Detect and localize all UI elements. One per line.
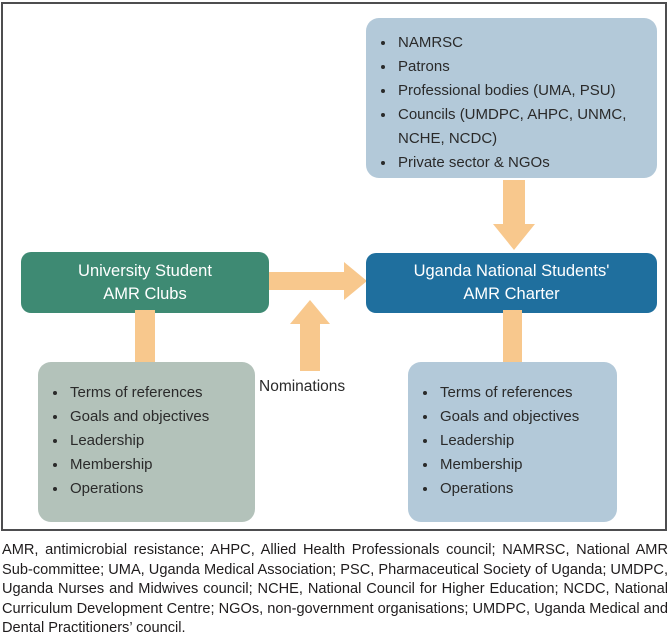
university-clubs-label-line1: University Student <box>78 261 212 280</box>
university-clubs-box: University Student AMR Clubs <box>21 252 269 313</box>
list-item: Councils (UMDPC, AHPC, UNMC, NCHE, NCDC) <box>396 103 651 151</box>
nominations-label: Nominations <box>259 378 346 395</box>
charter-details-box: Terms of references Goals and objectives… <box>408 362 617 522</box>
arrow-nominations-head <box>290 300 330 324</box>
list-item: Professional bodies (UMA, PSU) <box>396 79 651 103</box>
arrow-stakeholders-to-charter-shaft <box>503 180 525 224</box>
list-item: Patrons <box>396 55 651 79</box>
charter-details-list: Terms of references Goals and objectives… <box>408 381 617 501</box>
list-item: Goals and objectives <box>438 405 611 429</box>
list-item: Membership <box>68 453 249 477</box>
list-item: Membership <box>438 453 611 477</box>
stakeholders-list: NAMRSC Patrons Professional bodies (UMA,… <box>366 31 657 175</box>
clubs-details-box: Terms of references Goals and objectives… <box>38 362 255 522</box>
figure-caption: AMR, antimicrobial resistance; AHPC, All… <box>2 542 668 636</box>
charter-label-line2: AMR Charter <box>463 285 560 303</box>
arrow-clubs-to-charter-shaft <box>269 272 345 290</box>
list-item: Goals and objectives <box>68 405 249 429</box>
arrow-clubs-to-charter-head <box>344 262 367 300</box>
list-item: Terms of references <box>68 381 249 405</box>
list-item: Operations <box>438 477 611 501</box>
arrow-nominations-shaft <box>300 324 320 371</box>
arrow-stakeholders-to-charter-head <box>493 224 535 250</box>
list-item: Private sector & NGOs <box>396 151 651 175</box>
charter-label-line1: Uganda National Students' <box>413 262 610 280</box>
list-item: Leadership <box>438 429 611 453</box>
connector-clubs-to-details <box>135 310 155 362</box>
list-item: Terms of references <box>438 381 611 405</box>
list-item: NAMRSC <box>396 31 651 55</box>
connector-charter-to-details <box>503 310 522 362</box>
list-item: Operations <box>68 477 249 501</box>
diagram-frame: NAMRSC Patrons Professional bodies (UMA,… <box>1 2 667 531</box>
charter-box: Uganda National Students' AMR Charter <box>366 253 657 313</box>
clubs-details-list: Terms of references Goals and objectives… <box>38 381 255 501</box>
university-clubs-label-line2: AMR Clubs <box>103 284 187 303</box>
list-item: Leadership <box>68 429 249 453</box>
stakeholders-box: NAMRSC Patrons Professional bodies (UMA,… <box>366 18 657 178</box>
